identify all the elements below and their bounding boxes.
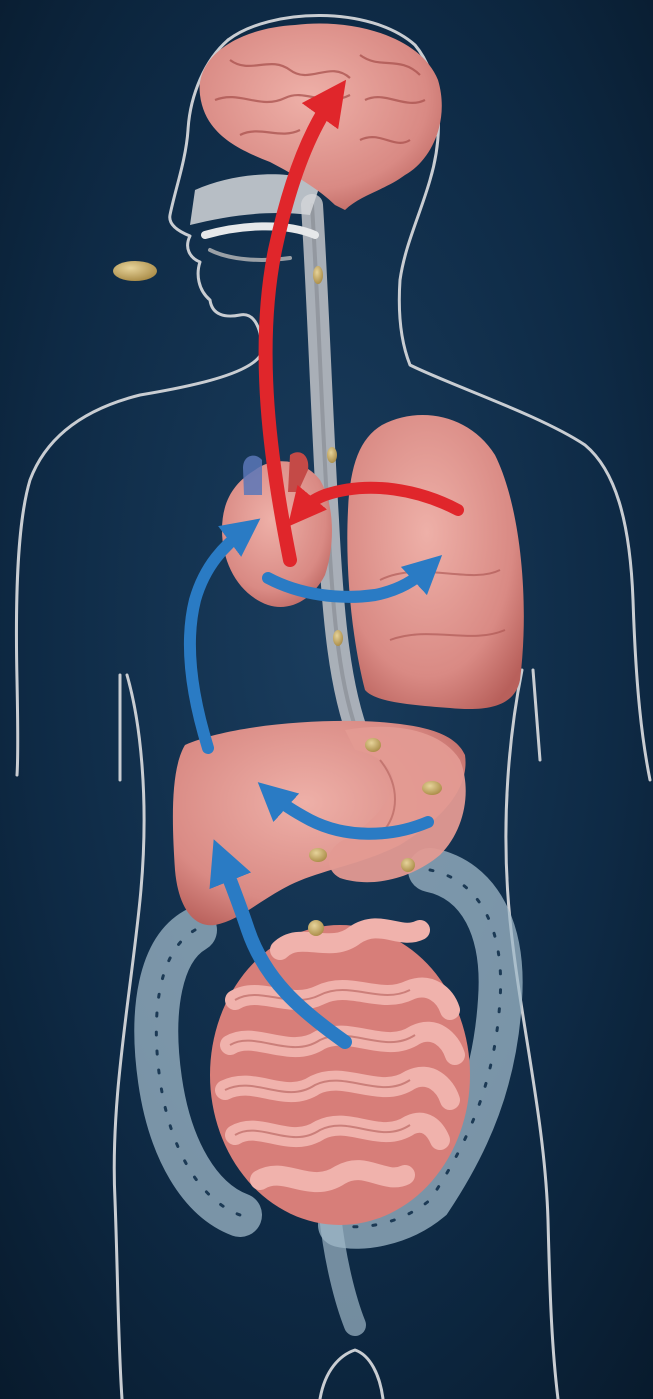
pill-duodenum-2: [401, 858, 415, 872]
small-intestine: [210, 925, 470, 1225]
pill-mouth: [113, 261, 157, 281]
pill-intestine: [308, 920, 324, 936]
pill-stomach-1: [365, 738, 381, 752]
pill-esophagus-1: [327, 447, 337, 463]
pill-duodenum-1: [309, 848, 327, 862]
pill-esophagus-2: [333, 630, 343, 646]
pill-stomach-2: [422, 781, 442, 795]
pill-throat: [313, 266, 323, 284]
